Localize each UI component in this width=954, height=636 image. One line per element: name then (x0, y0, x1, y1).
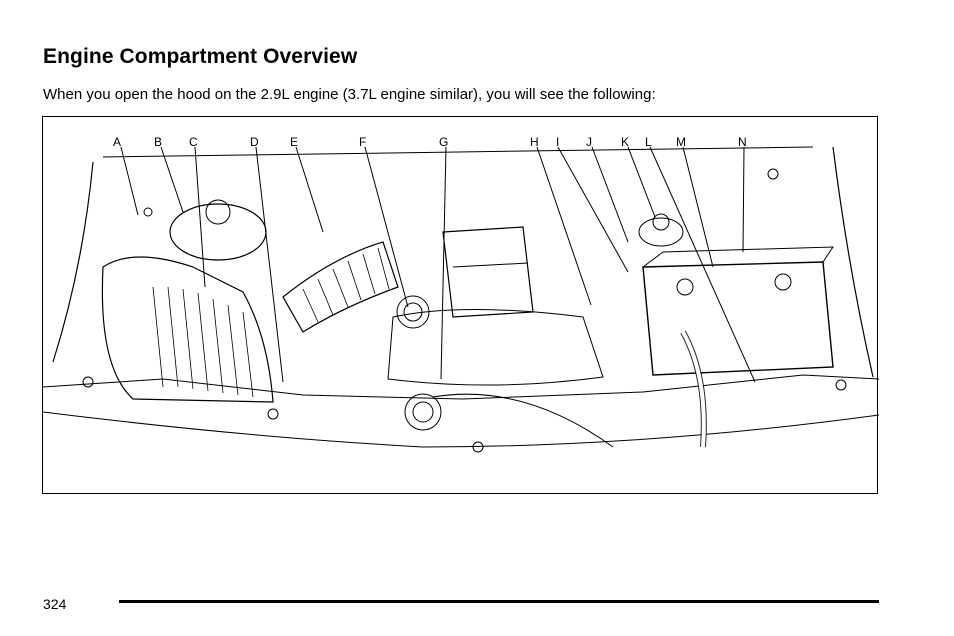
callout-label-i: I (556, 135, 560, 149)
callout-label-b: B (154, 135, 163, 149)
callout-label-d: D (250, 135, 259, 149)
callout-label-l: L (645, 135, 652, 149)
callout-label-h: H (530, 135, 539, 149)
engine-line-drawing (43, 146, 879, 453)
callout-label-c: C (189, 135, 198, 149)
callout-label-n: N (738, 135, 747, 149)
callout-label-g: G (439, 135, 449, 149)
callout-label-f: F (359, 135, 367, 149)
callout-label-k: K (621, 135, 630, 149)
callout-label-e: E (290, 135, 299, 149)
engine-compartment-illustration: A B C D E F G H I J K L M N (42, 116, 879, 494)
page-number: 324 (43, 596, 67, 612)
intro-text: When you open the hood on the 2.9L engin… (43, 86, 656, 103)
callout-label-a: A (113, 135, 122, 149)
page-title: Engine Compartment Overview (43, 45, 358, 68)
footer-rule (119, 600, 879, 603)
callout-label-j: J (586, 135, 592, 149)
callout-label-m: M (676, 135, 686, 149)
